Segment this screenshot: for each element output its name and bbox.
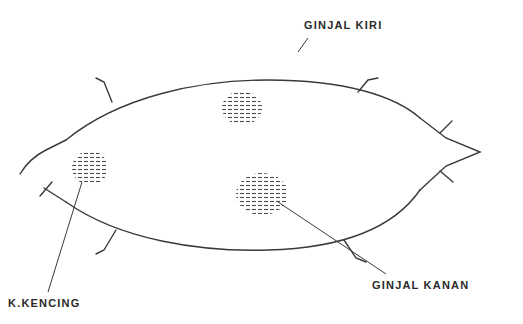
leg bbox=[96, 78, 112, 102]
body-outline bbox=[20, 78, 480, 262]
head bbox=[420, 118, 480, 190]
ear bbox=[440, 171, 453, 182]
leg bbox=[358, 78, 378, 92]
ear bbox=[440, 121, 452, 133]
part-label: GINJAL KANAN bbox=[372, 278, 469, 292]
leader-line bbox=[48, 182, 82, 292]
right-kidney bbox=[236, 173, 288, 215]
part-label: GINJAL KIRI bbox=[304, 18, 382, 32]
tail bbox=[20, 140, 66, 174]
part-label: K.KENCING bbox=[8, 296, 81, 310]
leader-line bbox=[298, 38, 308, 52]
body-top bbox=[66, 80, 420, 140]
left-kidney bbox=[222, 91, 262, 125]
leader-lines bbox=[48, 38, 386, 292]
tail bbox=[44, 188, 66, 202]
leg bbox=[96, 230, 116, 254]
leader-line bbox=[278, 202, 386, 274]
tail bbox=[40, 182, 52, 196]
bladder bbox=[72, 151, 108, 185]
